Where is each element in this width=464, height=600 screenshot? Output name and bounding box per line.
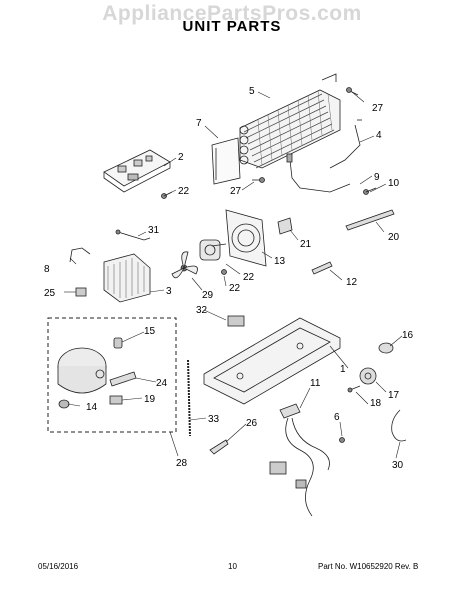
footer-part-number: Part No. W10652920 Rev. B bbox=[318, 562, 419, 571]
callout-4: 4 bbox=[376, 130, 382, 141]
condenser-3 bbox=[103, 253, 151, 303]
compressor bbox=[57, 347, 107, 394]
fan-shroud bbox=[225, 209, 267, 267]
part-15 bbox=[113, 337, 123, 349]
fan-motor bbox=[199, 239, 227, 261]
callout-22a: 22 bbox=[178, 186, 190, 197]
callout-27b: 27 bbox=[230, 186, 242, 197]
callout-28: 28 bbox=[176, 458, 188, 469]
screw-10 bbox=[363, 187, 377, 195]
callout-7: 7 bbox=[196, 118, 202, 129]
screw-22-fan bbox=[221, 269, 227, 275]
callout-8: 8 bbox=[44, 264, 50, 275]
screw-22-board bbox=[161, 191, 173, 199]
cable-tie-33 bbox=[187, 359, 191, 437]
control-board bbox=[103, 149, 171, 193]
callout-27a: 27 bbox=[372, 103, 384, 114]
leader-lines bbox=[64, 91, 403, 459]
footer-page: 10 bbox=[228, 562, 237, 571]
tube-4 bbox=[329, 119, 362, 169]
callout-21: 21 bbox=[300, 239, 312, 250]
wire-harness bbox=[269, 403, 330, 517]
callout-14: 14 bbox=[86, 402, 98, 413]
grommet-14 bbox=[58, 399, 70, 409]
part-30 bbox=[391, 409, 407, 442]
wire-31 bbox=[115, 229, 151, 241]
screw-6 bbox=[339, 437, 345, 443]
callout-31: 31 bbox=[148, 225, 160, 236]
part-25 bbox=[75, 287, 87, 297]
callout-22b: 22 bbox=[229, 283, 241, 294]
watermark: AppliancePartsPros.com bbox=[102, 2, 362, 25]
callout-16: 16 bbox=[402, 330, 414, 341]
callout-24: 24 bbox=[156, 378, 168, 389]
part-26 bbox=[209, 439, 229, 455]
callout-23: 22 bbox=[243, 272, 255, 283]
callout-15: 15 bbox=[144, 326, 156, 337]
callout-1: 1 bbox=[340, 364, 346, 375]
callout-33: 33 bbox=[208, 414, 220, 425]
callout-5: 5 bbox=[249, 86, 255, 97]
thermistor-wire bbox=[286, 153, 351, 193]
base-plate bbox=[203, 317, 341, 405]
fan-blade bbox=[171, 251, 198, 279]
callout-26: 26 bbox=[246, 418, 258, 429]
compressor-kit-box bbox=[47, 317, 177, 433]
callout-18: 18 bbox=[370, 398, 382, 409]
part-24 bbox=[109, 371, 137, 387]
clip-21 bbox=[277, 217, 293, 235]
callout-30: 30 bbox=[392, 460, 404, 471]
callout-12: 12 bbox=[346, 277, 358, 288]
part-17 bbox=[359, 367, 377, 385]
part-19 bbox=[109, 395, 123, 405]
part-18 bbox=[347, 385, 361, 393]
callout-19: 19 bbox=[144, 394, 156, 405]
callout-17: 17 bbox=[388, 390, 400, 401]
screw-27-bottom bbox=[252, 177, 265, 183]
wire-8 bbox=[69, 247, 91, 263]
part-12 bbox=[311, 261, 333, 275]
callout-25: 25 bbox=[44, 288, 56, 299]
callout-32: 32 bbox=[196, 305, 208, 316]
callout-20: 20 bbox=[388, 232, 400, 243]
callout-2: 2 bbox=[178, 152, 184, 163]
part-32 bbox=[227, 315, 245, 327]
page-title: UNIT PARTS bbox=[182, 18, 282, 35]
callout-6: 6 bbox=[334, 412, 340, 423]
callout-29: 29 bbox=[202, 290, 214, 301]
screw-27-top bbox=[346, 87, 359, 96]
condenser-coil bbox=[211, 73, 341, 185]
callout-13: 13 bbox=[274, 256, 286, 267]
rail-20 bbox=[345, 209, 395, 231]
callout-9: 9 bbox=[374, 172, 380, 183]
part-16 bbox=[378, 342, 394, 354]
callout-3: 3 bbox=[166, 286, 172, 297]
footer-date: 05/16/2016 bbox=[38, 562, 79, 571]
callout-11: 11 bbox=[310, 378, 321, 389]
callout-10: 10 bbox=[388, 178, 400, 189]
callout-labels: 5 7 27 4 2 22 27 9 10 20 21 13 22 22 29 … bbox=[44, 86, 414, 471]
